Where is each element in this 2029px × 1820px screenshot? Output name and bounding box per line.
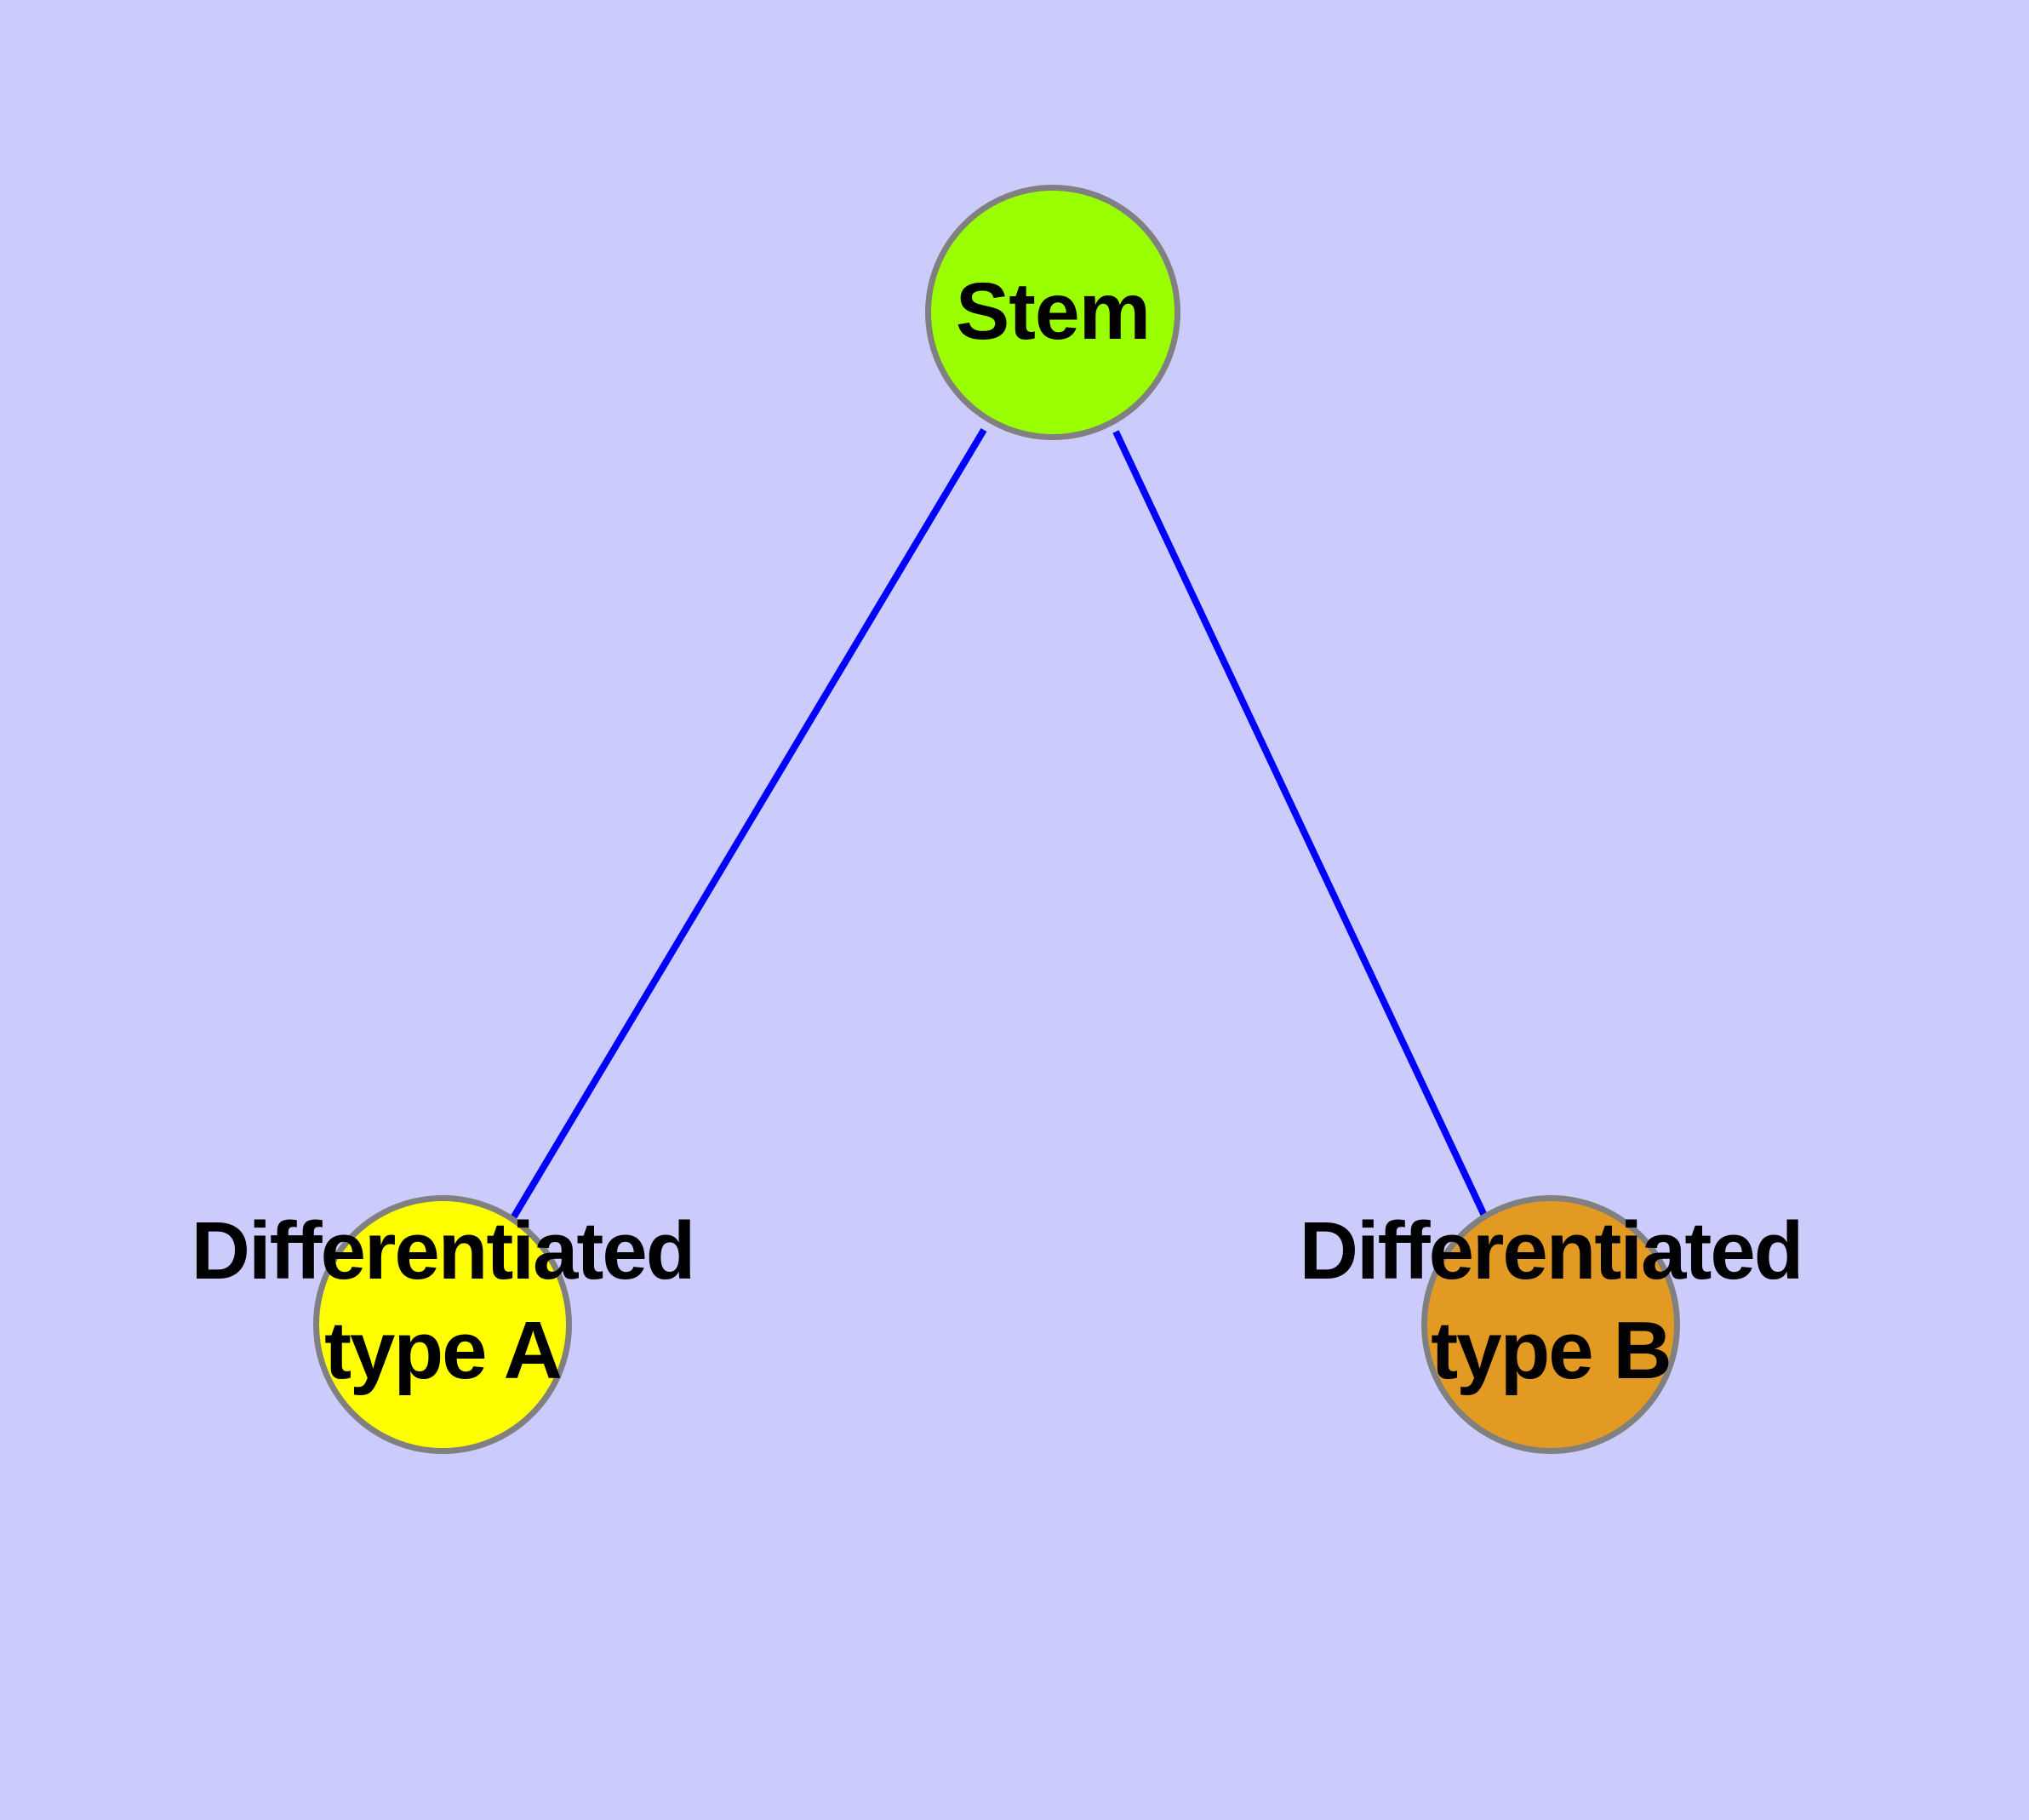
edge-stem-to-differentiated-b[interactable]: [1112, 430, 1489, 1219]
node-differentiated-type-b[interactable]: [1421, 1195, 1680, 1454]
node-stem[interactable]: [925, 185, 1180, 440]
edge-stem-to-differentiated-a[interactable]: [508, 427, 987, 1223]
node-differentiated-type-a[interactable]: [313, 1195, 572, 1454]
